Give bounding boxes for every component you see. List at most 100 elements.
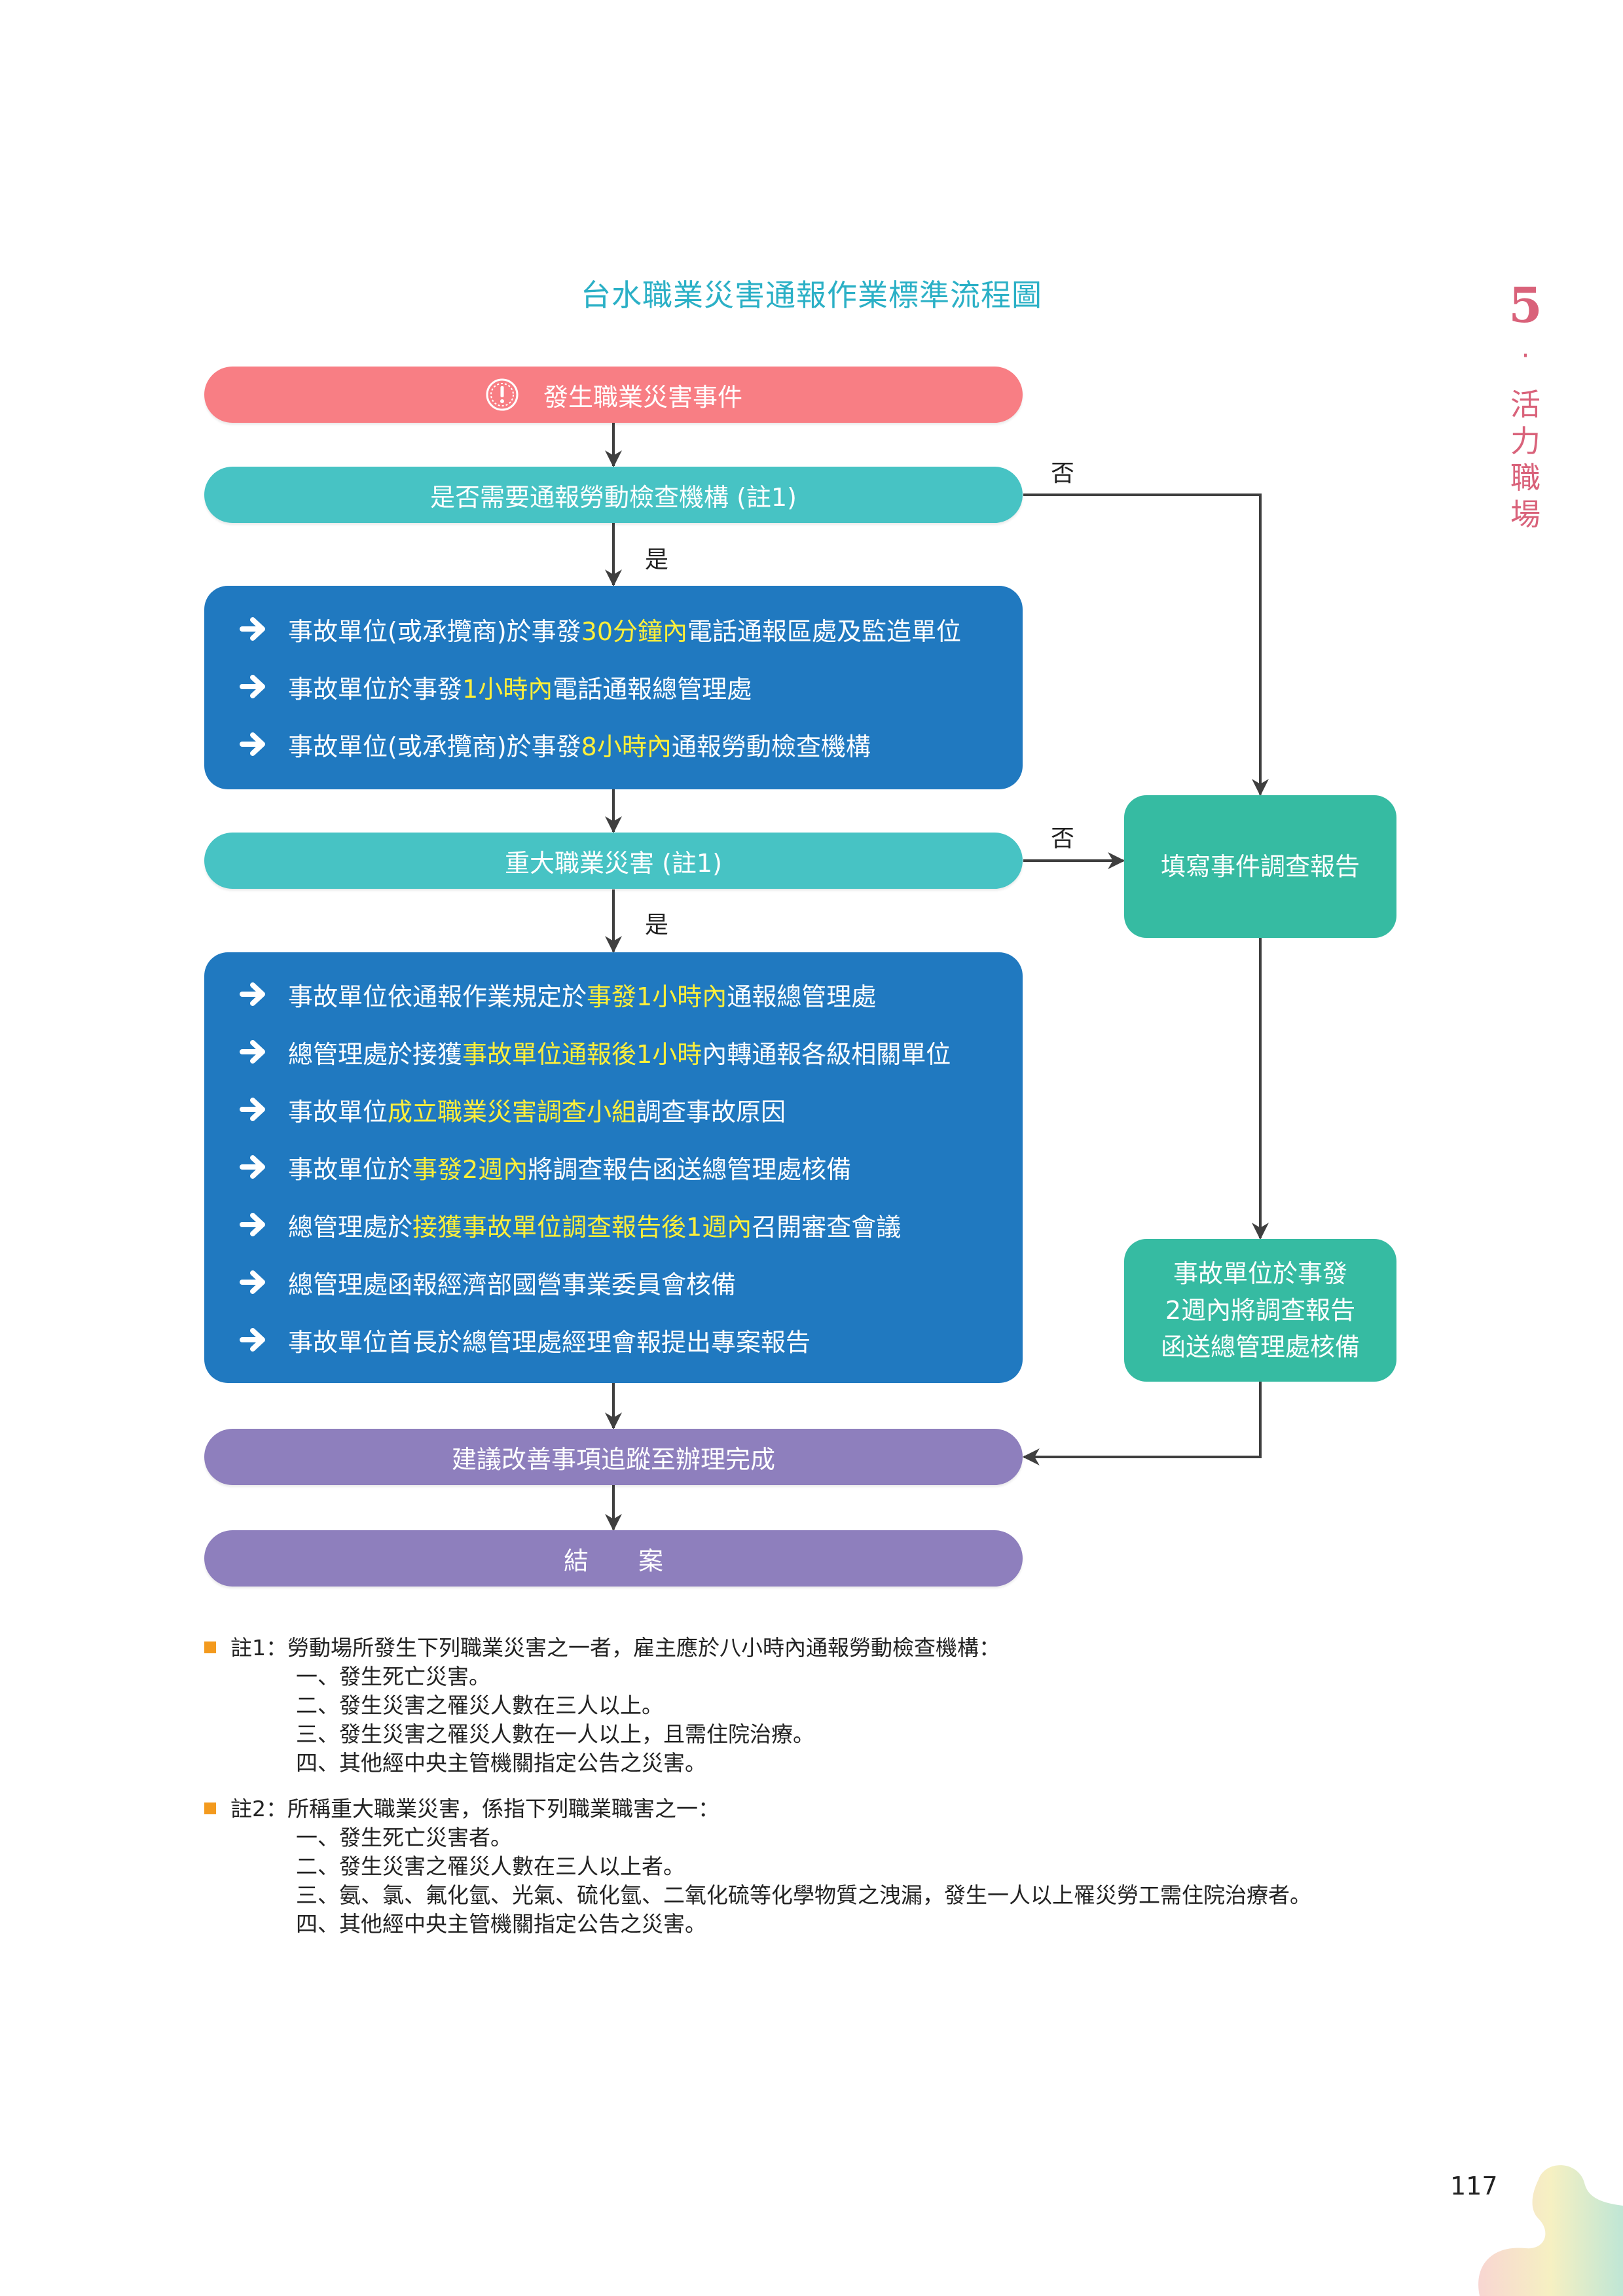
action-text-highlight: 8小時內 [581, 732, 672, 761]
action-item-text: 事故單位於事發1小時內電話通報總管理處 [288, 669, 752, 705]
action-item: 事故單位首長於總管理處經理會報提出專案報告 [238, 1311, 1023, 1369]
action-text-pre: 事故單位首長於總管理處經理會報提出專案報告 [288, 1327, 811, 1357]
action-text-post: 內轉通報各級相關單位 [702, 1039, 951, 1069]
decision-report-labor-inspection: 是否需要通報勞動檢查機構 (註1) [204, 467, 1023, 523]
action-text-post: 將調查報告函送總管理處核備 [528, 1155, 852, 1184]
decision1-no-label: 否 [1051, 460, 1075, 487]
arrow-side2-to-followup [1022, 1382, 1262, 1465]
side-node-submit-report: 事故單位於事發 2週內將調查報告 函送總管理處核備 [1124, 1239, 1396, 1382]
chapter-tab: 5 · 活力職場 [1496, 281, 1555, 533]
chapter-title: 活力職場 [1496, 386, 1555, 533]
action-item-text: 事故單位首長於總管理處經理會報提出專案報告 [288, 1322, 811, 1358]
decorative-blob [1478, 2165, 1623, 2296]
action-text-post: 通報總管理處 [727, 982, 877, 1011]
note-bullet-icon [204, 1641, 216, 1653]
action-text-pre: 總管理處於 [288, 1212, 413, 1242]
action-text-pre: 事故單位於事發 [288, 674, 463, 704]
side1-label: 填寫事件調查報告 [1160, 852, 1360, 881]
action-item-text: 事故單位成立職業災害調查小組調查事故原因 [288, 1092, 786, 1128]
decision2-no-label: 否 [1051, 825, 1075, 852]
arrow-right-icon [240, 1155, 265, 1179]
chapter-number: 5 [1508, 278, 1542, 334]
action-text-post: 電話通報總管理處 [553, 674, 752, 704]
note-2: 註2：所稱重大職業災害，係指下列職業職害之一： 一、發生死亡災害者。 二、發生災… [204, 1795, 1311, 1939]
action-block-major-accident: 事故單位依通報作業規定於事發1小時內通報總管理處總管理處於接獲事故單位通報後1小… [204, 952, 1023, 1383]
decision-major-accident: 重大職業災害 (註1) [204, 833, 1023, 889]
arrow-right-icon [240, 1213, 265, 1236]
arrow-right-icon [240, 982, 265, 1006]
action-text-pre: 事故單位 [288, 1097, 388, 1126]
action-item: 事故單位(或承攬商)於事發8小時內通報勞動檢查機構 [238, 715, 1023, 773]
arrow-right-icon [240, 675, 265, 698]
arrow-decision1-no [1023, 493, 1269, 797]
action-text-post: 通報勞動檢查機構 [671, 732, 871, 761]
action-text-pre: 事故單位(或承攬商)於事發 [288, 617, 581, 646]
note-item: 一、發生死亡災害者。 [296, 1825, 512, 1850]
decision1-label: 是否需要通報勞動檢查機構 (註1) [430, 482, 797, 512]
arrow-right-icon [240, 1328, 265, 1352]
note-item: 一、發生死亡災害。 [296, 1664, 490, 1689]
chapter-title-char: 力 [1510, 423, 1541, 459]
action-item-text: 總管理處於接獲事故單位通報後1小時內轉通報各級相關單位 [288, 1034, 951, 1070]
note-text: 所稱重大職業災害，係指下列職業職害之一： [287, 1796, 720, 1821]
action-item: 事故單位(或承攬商)於事發30分鐘內電話通報區處及監造單位 [238, 600, 1023, 658]
note-item: 三、氨、氯、氟化氫、光氣、硫化氫、二氧化硫等化學物質之洩漏，發生一人以上罹災勞工… [296, 1882, 1311, 1908]
chapter-title-char: 活 [1510, 387, 1541, 422]
action-item: 總管理處於接獲事故單位通報後1小時內轉通報各級相關單位 [238, 1023, 1023, 1081]
end-label: 結 案 [563, 1546, 663, 1575]
action-item: 事故單位依通報作業規定於事發1小時內通報總管理處 [238, 965, 1023, 1023]
action-text-highlight: 事發2週內 [412, 1155, 528, 1184]
side2-line: 2週內將調查報告 [1165, 1296, 1356, 1325]
start-node: 發生職業災害事件 [204, 367, 1023, 423]
decision2-yes-label: 是 [645, 912, 669, 939]
note-label: 註2： [230, 1796, 287, 1821]
arrow-right-icon [240, 1040, 265, 1064]
arrow-right-icon [240, 1098, 265, 1121]
note-bullet-icon [204, 1802, 216, 1814]
start-label: 發生職業災害事件 [543, 382, 742, 412]
action-item: 總管理處於接獲事故單位調查報告後1週內召開審查會議 [238, 1196, 1023, 1253]
action-item-text: 事故單位依通報作業規定於事發1小時內通報總管理處 [288, 977, 876, 1013]
decision1-yes-label: 是 [645, 547, 669, 573]
action-block-notification: 事故單位(或承攬商)於事發30分鐘內電話通報區處及監造單位事故單位於事發1小時內… [204, 586, 1023, 789]
page-title: 台水職業災害通報作業標準流程圖 [581, 278, 1042, 313]
action-text-pre: 事故單位依通報作業規定於 [288, 982, 587, 1011]
action-item-text: 總管理處函報經濟部國營事業委員會核備 [288, 1265, 736, 1300]
warning-circle-icon [486, 378, 519, 411]
action-item-text: 總管理處於接獲事故單位調查報告後1週內召開審查會議 [288, 1207, 901, 1243]
side-node-fill-report: 填寫事件調查報告 [1124, 795, 1396, 938]
note-item: 二、發生災害之罹災人數在三人以上。 [296, 1693, 663, 1718]
action-item: 事故單位成立職業災害調查小組調查事故原因 [238, 1081, 1023, 1138]
chapter-title-char: 場 [1510, 497, 1541, 532]
chapter-title-char: 職 [1510, 460, 1541, 495]
chapter-separator: · [1521, 341, 1530, 371]
side2-line: 事故單位於事發 [1173, 1259, 1347, 1288]
action-text-pre: 總管理處函報經濟部國營事業委員會核備 [288, 1270, 737, 1299]
note-label: 註1： [230, 1635, 287, 1660]
followup-node: 建議改善事項追蹤至辦理完成 [204, 1429, 1023, 1485]
action-text-pre: 總管理處於接獲 [288, 1039, 463, 1069]
arrow-right-icon [240, 732, 265, 756]
note-item: 四、其他經中央主管機關指定公告之災害。 [296, 1911, 706, 1937]
action-item-text: 事故單位(或承攬商)於事發30分鐘內電話通報區處及監造單位 [288, 611, 961, 647]
note-item: 四、其他經中央主管機關指定公告之災害。 [296, 1750, 706, 1776]
action-text-highlight: 事發1小時內 [587, 982, 727, 1011]
action-item-text: 事故單位於事發2週內將調查報告函送總管理處核備 [288, 1149, 851, 1185]
arrow-right-icon [240, 1270, 265, 1294]
side2-line: 函送總管理處核備 [1160, 1333, 1360, 1361]
action-text-pre: 事故單位於 [288, 1155, 413, 1184]
action-text-pre: 事故單位(或承攬商)於事發 [288, 732, 581, 761]
action-text-post: 調查事故原因 [636, 1097, 786, 1126]
action-text-post: 電話通報區處及監造單位 [687, 617, 962, 646]
note-1: 註1：勞動場所發生下列職業災害之一者，雇主應於八小時內通報勞動檢查機構： 一、發… [204, 1634, 1000, 1778]
page-number: 117 [1450, 2172, 1498, 2200]
action-text-highlight: 1小時內 [462, 674, 553, 704]
end-node: 結 案 [204, 1530, 1023, 1587]
note-item: 三、發生災害之罹災人數在一人以上，且需住院治療。 [296, 1721, 814, 1747]
action-item: 事故單位於事發1小時內電話通報總管理處 [238, 658, 1023, 715]
decision2-label: 重大職業災害 (註1) [505, 848, 722, 878]
note-text: 勞動場所發生下列職業災害之一者，雇主應於八小時內通報勞動檢查機構： [287, 1635, 1000, 1660]
arrow-right-icon [240, 617, 265, 641]
followup-label: 建議改善事項追蹤至辦理完成 [451, 1444, 775, 1474]
